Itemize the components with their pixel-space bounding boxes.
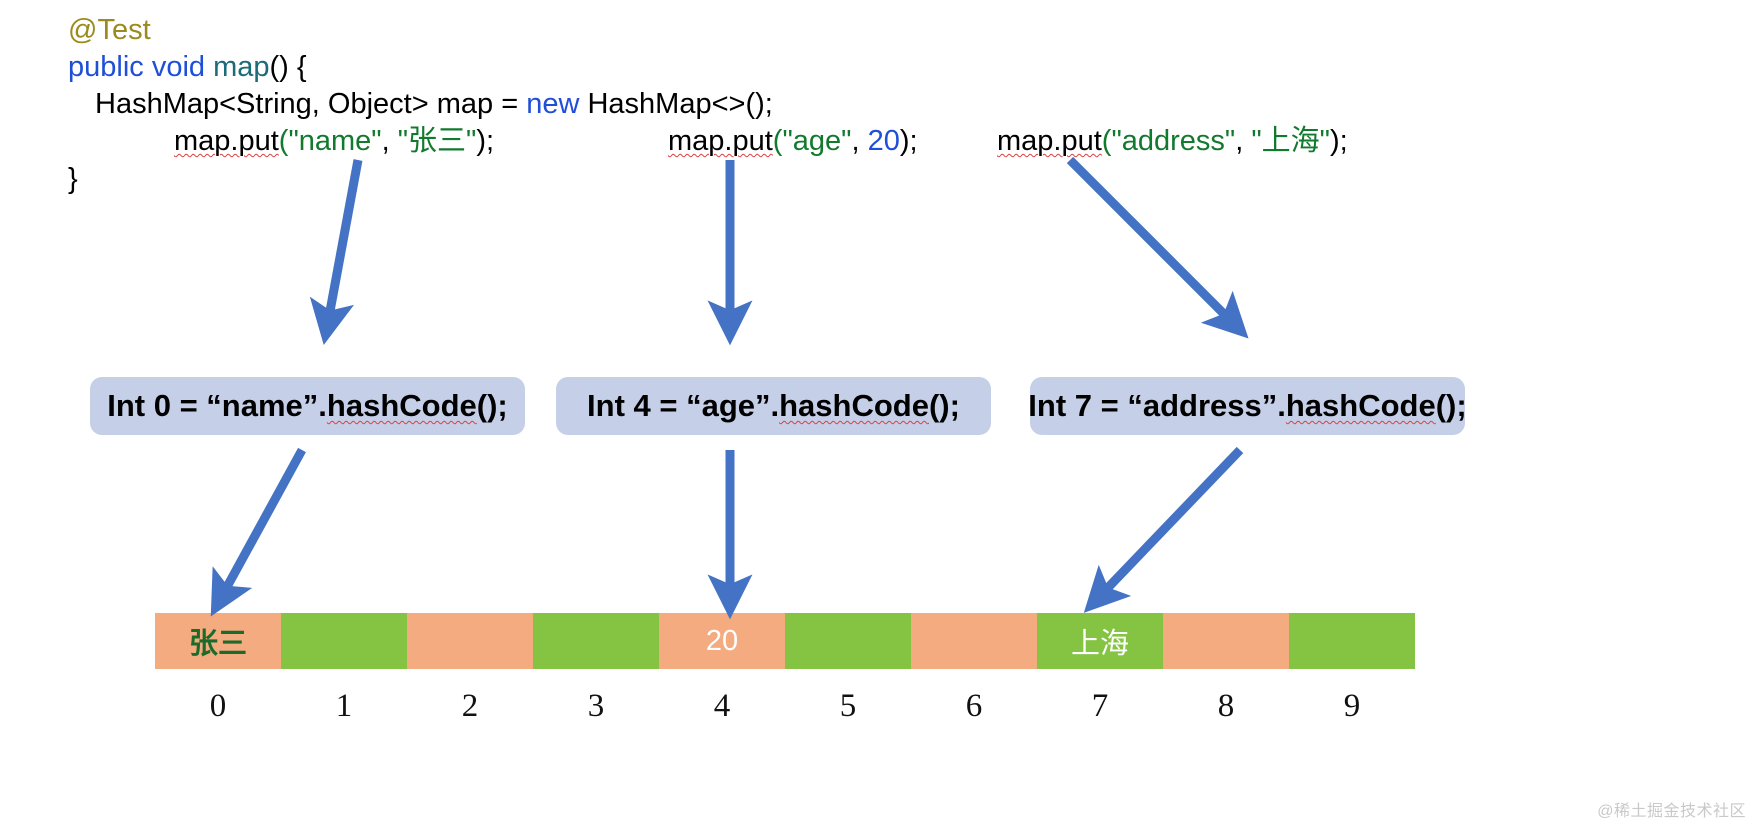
bucket-cell-label-4: 20 <box>705 624 739 657</box>
bucket-index-row: 0 1 2 3 4 5 6 7 8 9 <box>155 688 1415 725</box>
hash-box-address: Int 7 = “address”.hashCode(); <box>1028 377 1467 435</box>
hash-box-age-end: (); <box>928 388 960 423</box>
bucket-index-label-0: 0 <box>209 688 227 724</box>
arrow-box-to-cell-0 <box>210 447 306 617</box>
declaration-prefix: HashMap<String, Object> map = <box>95 88 527 120</box>
hash-box-address-head: Int 7 = “address”. <box>1028 388 1286 423</box>
hash-box-name-method: hashCode <box>326 388 477 423</box>
arg-comma-address: , <box>1235 125 1252 157</box>
arg-comma-age: , <box>851 125 868 157</box>
bucket-index-label-6: 6 <box>965 688 983 724</box>
arrow-box-to-cell-7 <box>1083 446 1244 613</box>
bucket-index-label-3: 3 <box>587 688 605 724</box>
hash-box-age: Int 4 = “age”.hashCode(); <box>556 377 991 435</box>
hash-box-age-head: Int 4 = “age”. <box>587 388 780 423</box>
bucket-cell-6 <box>911 613 1037 669</box>
paren-open-address: ( <box>1101 125 1112 157</box>
call-map-put-address: map.put <box>997 125 1102 157</box>
bucket-index-label-4: 4 <box>713 688 731 724</box>
paren-close-age: ); <box>899 125 918 157</box>
paren-open-name: ( <box>278 125 289 157</box>
keyword-new: new <box>526 88 580 120</box>
bucket-index-label-2: 2 <box>461 688 479 724</box>
bucket-index-label-8: 8 <box>1217 688 1235 724</box>
arg-key-address: "address" <box>1111 125 1236 157</box>
call-map-put-age: map.put <box>668 125 773 157</box>
arg-key-name: "name" <box>288 125 382 157</box>
bucket-index-label-9: 9 <box>1343 688 1361 724</box>
hash-box-address-end: (); <box>1435 388 1467 423</box>
closing-brace: } <box>68 163 78 195</box>
bucket-cell-5 <box>785 613 911 669</box>
code-snippet: @Test public void map() { HashMap<String… <box>0 0 1760 210</box>
bucket-array: 张三 20 上海 <box>155 613 1415 669</box>
watermark: @稀土掘金技术社区 <box>1597 803 1746 820</box>
bucket-index-label-7: 7 <box>1091 688 1109 724</box>
bucket-cell-0: 张三 <box>155 613 281 669</box>
bucket-cell-1 <box>281 613 407 669</box>
code-line-put-address: map.put("address", "上海"); <box>997 127 1348 156</box>
arg-comma-name: , <box>381 125 398 157</box>
arg-value-name: "张三" <box>397 125 477 157</box>
method-parens-brace: () { <box>269 51 307 83</box>
paren-close-address: ); <box>1329 125 1348 157</box>
bucket-cell-8 <box>1163 613 1289 669</box>
hash-box-address-method: hashCode <box>1285 388 1436 423</box>
paren-open-age: ( <box>772 125 783 157</box>
code-line-annotation: @Test <box>68 16 151 45</box>
arg-key-age: "age" <box>782 125 852 157</box>
hash-box-name-head: Int 0 = “name”. <box>107 388 327 423</box>
hash-box-age-method: hashCode <box>779 388 929 423</box>
bucket-cell-2 <box>407 613 533 669</box>
code-line-signature: public void map() { <box>68 53 307 82</box>
bucket-index-label-1: 1 <box>335 688 353 724</box>
bucket-index-label-5: 5 <box>839 688 857 724</box>
method-name-map: map <box>213 51 270 83</box>
declaration-suffix: HashMap<>(); <box>579 88 773 120</box>
paren-close-name: ); <box>476 125 495 157</box>
call-map-put-name: map.put <box>174 125 279 157</box>
bucket-cell-label-7: 上海 <box>1070 628 1129 660</box>
annotation-test: @Test <box>68 14 151 46</box>
bucket-cell-3 <box>533 613 659 669</box>
bucket-cell-7: 上海 <box>1037 613 1163 669</box>
bucket-cell-4: 20 <box>659 613 785 669</box>
code-line-put-name: map.put("name", "张三"); <box>174 127 494 156</box>
bucket-cell-label-0: 张三 <box>188 628 247 660</box>
arg-value-age: 20 <box>867 125 900 157</box>
arg-value-address: "上海" <box>1251 125 1330 157</box>
bucket-cell-9 <box>1289 613 1415 669</box>
keyword-public-void: public void <box>68 51 214 83</box>
code-line-put-age: map.put("age", 20); <box>668 127 918 156</box>
code-line-closing-brace: } <box>68 165 78 194</box>
code-line-declaration: HashMap<String, Object> map = new HashMa… <box>95 90 773 119</box>
hash-box-name-end: (); <box>476 388 508 423</box>
hash-box-name: Int 0 = “name”.hashCode(); <box>90 377 525 435</box>
